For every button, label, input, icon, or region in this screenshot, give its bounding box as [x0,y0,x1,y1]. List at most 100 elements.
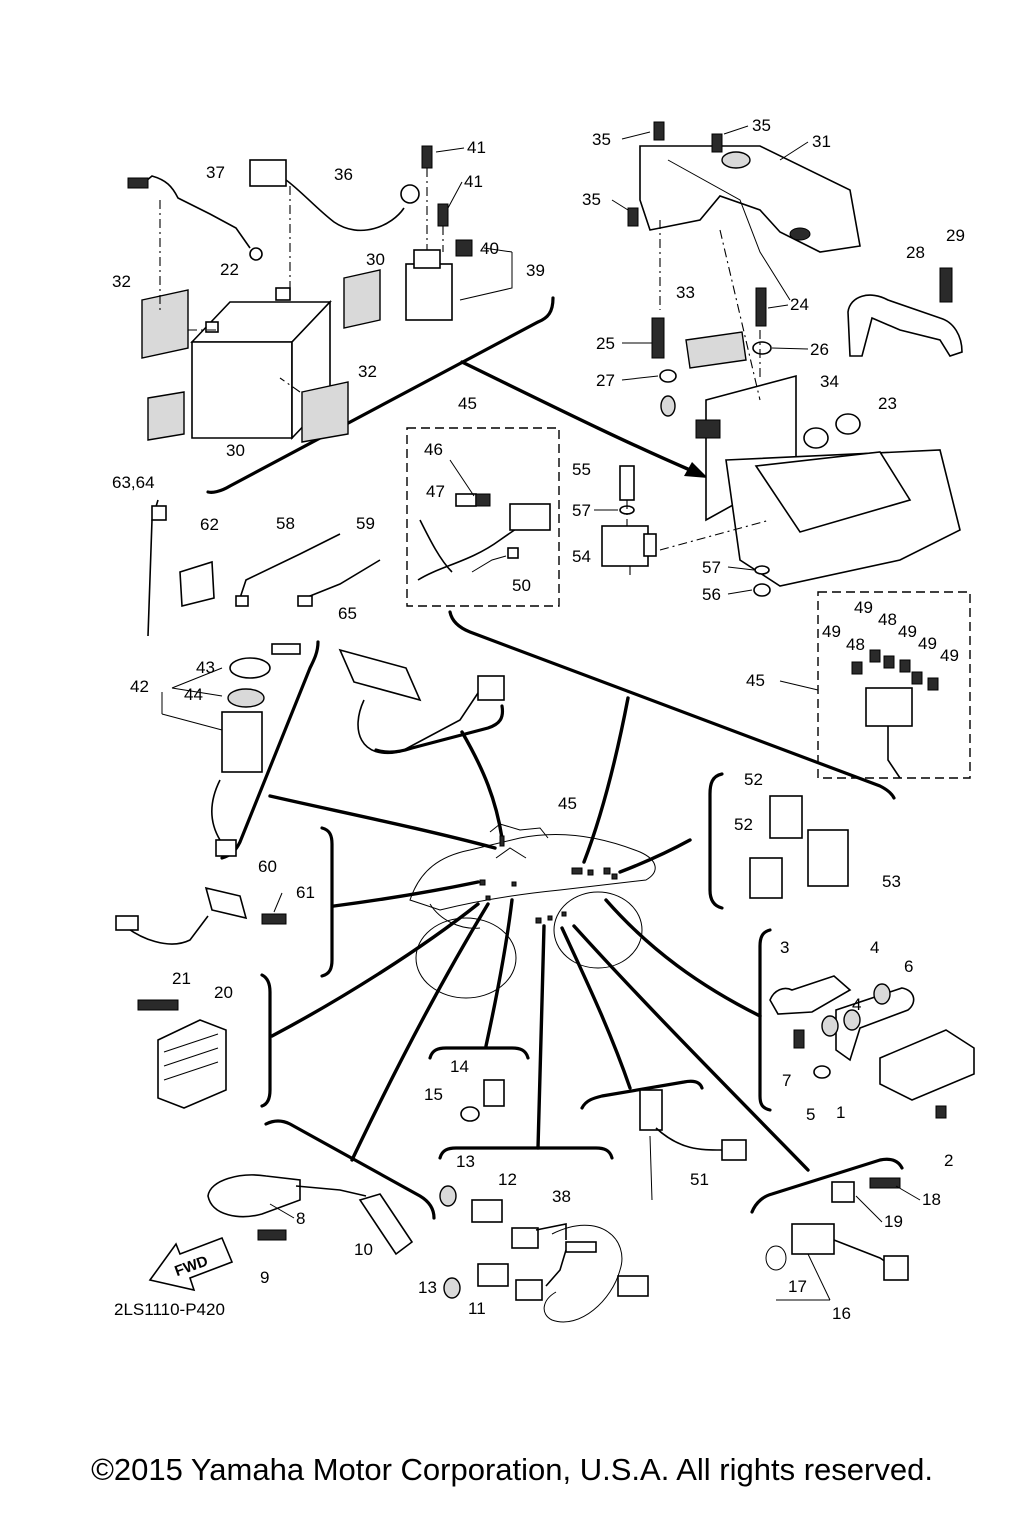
callout: 3 [780,938,789,957]
callout: 41 [464,172,483,191]
callout: 45 [458,394,477,413]
callout: 25 [596,334,615,353]
relays [749,795,849,899]
callout: 35 [582,190,601,209]
callout: 15 [424,1085,443,1104]
ecu-bracket [769,975,975,1119]
sensor-65 [338,648,505,755]
diagram-code: 2LS1110-P420 [114,1300,225,1319]
callout: 4 [870,938,879,957]
callout: 55 [572,460,591,479]
callout: 4 [852,995,861,1014]
callout: 28 [906,243,925,262]
callout: 48 [878,610,897,629]
callout: 17 [788,1277,807,1296]
sensor-60 [115,886,287,945]
callout: 51 [690,1170,709,1189]
fuse-box [817,591,971,779]
callout: 29 [946,226,965,245]
callout: 57 [702,558,721,577]
callout: 14 [450,1057,469,1076]
sensor-16 [765,1177,909,1281]
callout: 53 [882,872,901,891]
callout: 35 [752,116,771,135]
callout: 46 [424,440,443,459]
callout: 6 [904,957,913,976]
ties-clamps [147,499,381,637]
connector-54 [601,465,771,597]
callout: 39 [526,261,545,280]
ignition-switch [210,643,301,857]
callout: 26 [810,340,829,359]
callout: 22 [220,260,239,279]
harness-box [406,427,560,607]
callout-leaders [161,125,921,1301]
copyright-notice: ©2015 Yamaha Motor Corporation, U.S.A. A… [91,1452,933,1487]
callout: 45 [558,794,577,813]
callout: 48 [846,635,865,654]
callout: 54 [572,547,591,566]
callout: 20 [214,983,233,1002]
callout: 18 [922,1190,941,1209]
callout: 50 [512,576,531,595]
callout: 11 [468,1299,486,1318]
regulator [137,999,227,1109]
callout: 36 [334,165,353,184]
callout: 49 [898,622,917,641]
callout: 5 [806,1105,815,1124]
callout: 61 [296,883,315,902]
callout: 9 [260,1268,269,1287]
callout: 7 [782,1071,791,1090]
callout: 33 [676,283,695,302]
callout: 38 [552,1187,571,1206]
callout: 12 [498,1170,517,1189]
callout: 40 [480,239,499,258]
callout: 34 [820,372,839,391]
callout: 58 [276,514,295,533]
callout: 42 [130,677,149,696]
callout: 49 [940,646,959,665]
callout: 49 [854,598,873,617]
callout: 37 [206,163,225,182]
callout: 52 [744,770,763,789]
callout: 23 [878,394,897,413]
callout: 41 [467,138,486,157]
sensor-14 [460,1079,505,1122]
callout: 27 [596,371,615,390]
bracket-group [627,121,963,587]
callout: 24 [790,295,809,314]
callout: 31 [812,132,831,151]
sensors-11-12 [439,1185,649,1323]
callout: 63,64 [112,473,155,492]
callout: 45 [746,671,765,690]
callout: 57 [572,501,591,520]
callout: 30 [366,250,385,269]
callout: 19 [884,1212,903,1231]
callout: 60 [258,857,277,876]
callout: 47 [426,482,445,501]
callout: 49 [918,634,937,653]
sensor-51 [639,1089,747,1201]
callout: 30 [226,441,245,460]
callout: 32 [358,362,377,381]
callout: 16 [832,1304,851,1323]
coil-group [148,1174,414,1292]
callout: 56 [702,585,721,604]
callout: 1 [836,1103,845,1122]
group-brackets [206,296,904,1220]
callout: 49 [822,622,841,641]
callout: 35 [592,130,611,149]
callout: 32 [112,272,131,291]
callout: 10 [354,1240,373,1259]
callout: 2 [944,1151,953,1170]
callout: 59 [356,514,375,533]
callout: 21 [172,969,191,988]
callout: 52 [734,815,753,834]
callout: 62 [200,515,219,534]
callout: 65 [338,604,357,623]
motorcycle-silhouette [409,823,656,999]
callout-labels: 35 35 31 35 41 37 36 41 40 39 30 22 32 3… [112,116,965,1323]
callout: 44 [184,685,203,704]
callout: 8 [296,1209,305,1228]
